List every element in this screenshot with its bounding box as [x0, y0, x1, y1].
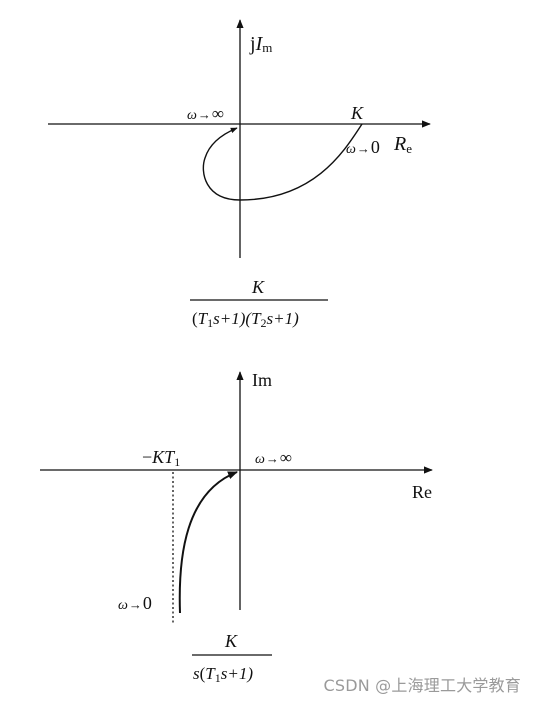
nyquist-diagram-2: Im Re −KT1 ω→∞ ω→0 K s(T1s+1)	[40, 370, 433, 685]
omega-infinity-label-1: ω→∞	[187, 104, 224, 123]
tf2-denominator: s(T1s+1)	[193, 664, 253, 685]
omega-zero-label-1: ω→0	[346, 137, 380, 157]
real-axis-label-2: Re	[412, 482, 432, 502]
omega-infinity-label-2: ω→∞	[255, 448, 292, 467]
omega-zero-label-2: ω→0	[118, 593, 152, 613]
imag-axis-label-1: jIm	[249, 33, 272, 55]
k-label-1: K	[350, 103, 364, 123]
tf1-numerator: K	[251, 277, 265, 297]
asymptote-label: −KT1	[142, 447, 180, 469]
tf2-numerator: K	[224, 631, 238, 651]
nyquist-diagram-1: jIm Re K ω→∞ ω→0 K (T1s+1)(T2s+1)	[48, 19, 431, 330]
nyquist-curve-1	[202, 123, 363, 201]
nyquist-curve-2	[178, 471, 238, 614]
tf1-denominator: (T1s+1)(T2s+1)	[192, 309, 299, 330]
watermark: CSDN @上海理工大学教育	[323, 676, 521, 695]
transfer-function-2: K s(T1s+1)	[192, 631, 272, 685]
real-axis-label-1: Re	[393, 133, 412, 156]
transfer-function-1: K (T1s+1)(T2s+1)	[190, 277, 328, 330]
imag-axis-label-2: Im	[252, 370, 272, 390]
